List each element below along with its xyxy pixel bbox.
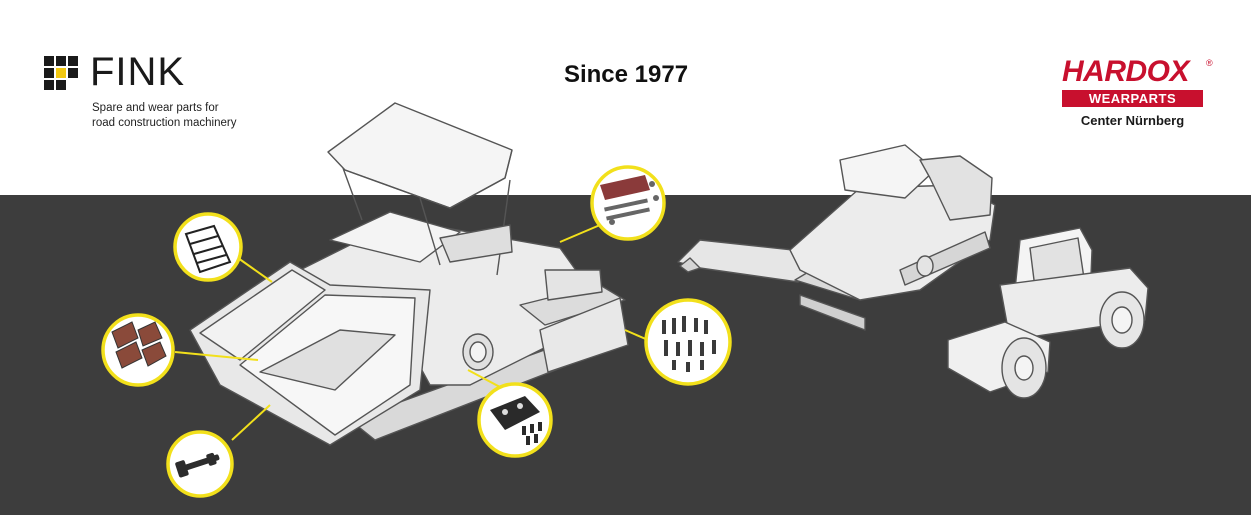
conveyor-chain-icon [173,212,243,282]
track-shoe-icon [477,382,553,458]
screw-bolt-icon [166,430,234,498]
asphalt-paver [189,102,629,446]
hardox-wordmark: HARDOX [1062,55,1190,88]
fink-tagline-line1: Spare and wear parts for [92,102,219,114]
callout-leaders [174,224,649,441]
cold-milling-machine [677,144,996,331]
bolts-and-fasteners-icon [644,298,732,386]
registered-mark: ® [1206,58,1213,68]
wearparts-band: WEARPARTS [1062,90,1203,107]
fink-wordmark: FINK [90,50,186,94]
fink-tagline: Spare and wear parts for road constructi… [92,101,236,131]
hardox-wearparts-logo[interactable]: HARDOX ® WEARPARTS Center Nürnberg [1058,56,1213,132]
parts-kit-icon [590,165,666,241]
center-location: Center Nürnberg [1080,113,1185,128]
road-roller [947,227,1149,399]
hopper-wear-plates-icon [101,313,175,387]
fink-logo-mark-icon [44,56,78,90]
fink-logo[interactable]: FINK Spare and wear parts for road const… [44,50,274,134]
since-headline: Since 1977 [563,61,689,88]
fink-tagline-line2: road construction machinery [92,117,237,129]
